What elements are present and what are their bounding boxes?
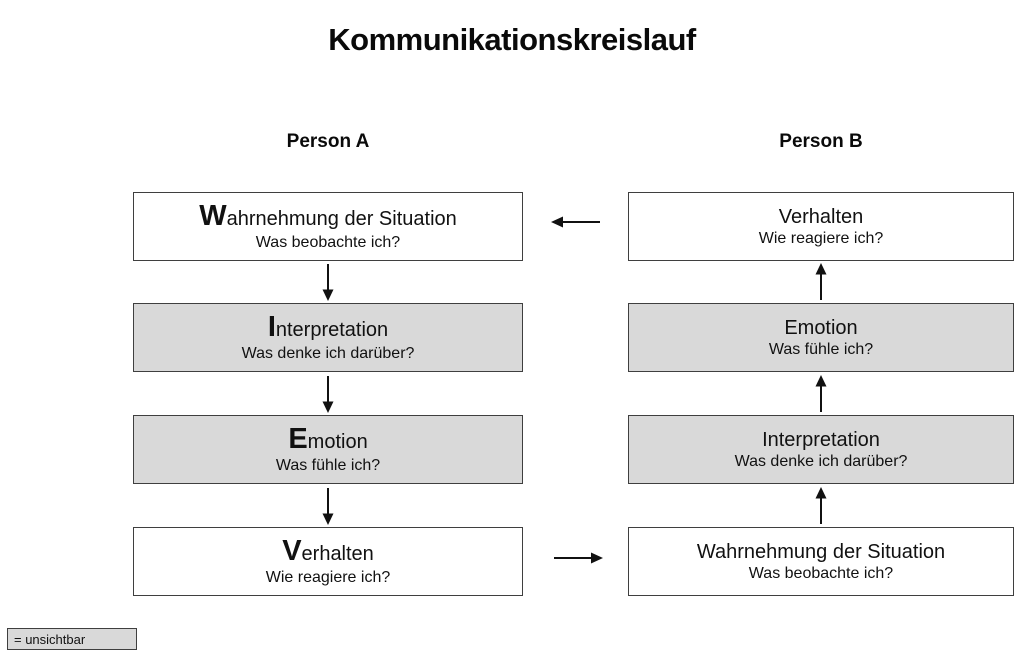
box-question: Was denke ich darüber? bbox=[241, 345, 415, 363]
box-title: Wahrnehmung der Situation bbox=[199, 199, 457, 233]
box-title-initial: E bbox=[288, 422, 308, 455]
person-a-box-interpretation: Interpretation Was denke ich darüber? bbox=[133, 303, 523, 372]
arrow-up-icon bbox=[813, 487, 829, 525]
box-title: Emotion bbox=[288, 422, 368, 456]
box-question: Wie reagiere ich? bbox=[758, 229, 884, 247]
arrow-up-icon bbox=[813, 263, 829, 301]
arrow-down-icon bbox=[320, 375, 336, 413]
box-question: Was denke ich darüber? bbox=[734, 452, 908, 470]
box-title-rest: ahrnehmung der Situation bbox=[226, 207, 457, 230]
person-a-box-verhalten: Verhalten Wie reagiere ich? bbox=[133, 527, 523, 596]
box-question: Was fühle ich? bbox=[768, 340, 874, 358]
box-title-rest: erhalten bbox=[301, 542, 374, 565]
arrow-down-icon bbox=[320, 263, 336, 301]
legend-unsichtbar: = unsichtbar bbox=[7, 628, 137, 650]
person-a-box-wahrnehmung: Wahrnehmung der Situation Was beobachte … bbox=[133, 192, 523, 261]
box-question: Was fühle ich? bbox=[275, 457, 381, 475]
box-title-initial: I bbox=[267, 310, 276, 343]
person-a-header: Person A bbox=[286, 131, 370, 152]
box-title: Interpretation bbox=[267, 310, 389, 344]
legend-label: = unsichtbar bbox=[14, 631, 86, 647]
box-question: Wie reagiere ich? bbox=[265, 569, 391, 587]
box-question: Was beobachte ich? bbox=[748, 564, 894, 582]
box-title: Wahrnehmung der Situation bbox=[696, 540, 946, 563]
arrow-up-icon bbox=[813, 375, 829, 413]
person-a-box-emotion: Emotion Was fühle ich? bbox=[133, 415, 523, 484]
arrow-down-icon bbox=[320, 487, 336, 525]
person-b-box-wahrnehmung: Wahrnehmung der Situation Was beobachte … bbox=[628, 527, 1014, 596]
box-title: Verhalten bbox=[778, 205, 864, 228]
box-title-rest: nterpretation bbox=[275, 318, 389, 341]
person-b-box-verhalten: Verhalten Wie reagiere ich? bbox=[628, 192, 1014, 261]
box-title: Verhalten bbox=[282, 534, 374, 568]
box-title-initial: W bbox=[199, 199, 227, 232]
person-b-box-interpretation: Interpretation Was denke ich darüber? bbox=[628, 415, 1014, 484]
box-title-initial: V bbox=[282, 534, 302, 567]
person-b-box-emotion: Emotion Was fühle ich? bbox=[628, 303, 1014, 372]
box-question: Was beobachte ich? bbox=[255, 234, 401, 252]
arrow-right-icon bbox=[553, 550, 603, 566]
box-title: Emotion bbox=[784, 316, 858, 339]
person-b-header: Person B bbox=[779, 131, 863, 152]
box-title: Interpretation bbox=[762, 428, 880, 451]
diagram-title: Kommunikationskreislauf bbox=[328, 22, 696, 57]
arrow-left-icon bbox=[551, 214, 601, 230]
box-title-rest: motion bbox=[307, 430, 368, 453]
